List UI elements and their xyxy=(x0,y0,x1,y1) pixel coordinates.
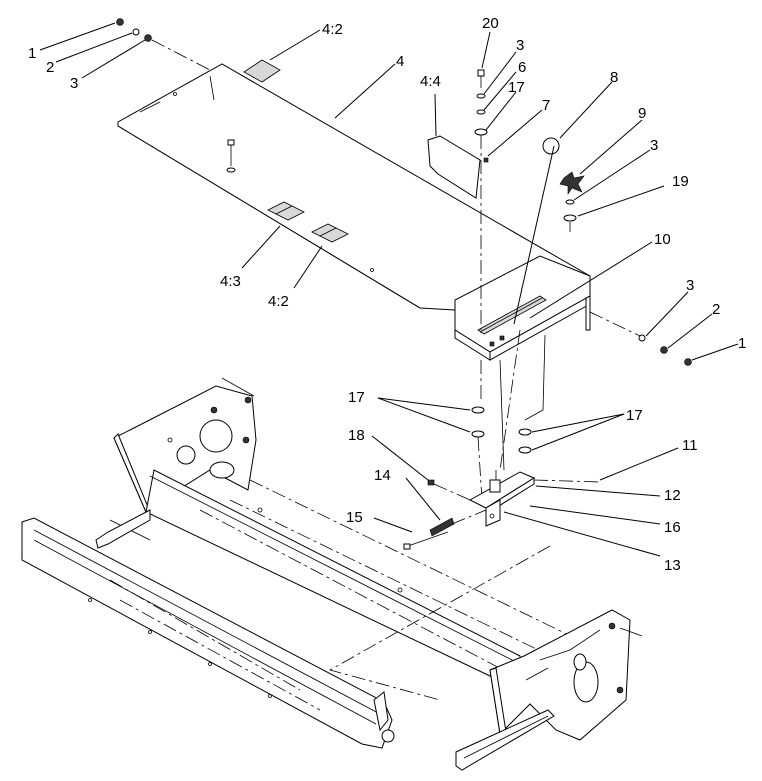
knob-assembly xyxy=(542,137,585,232)
callout-4-3: 4:3 xyxy=(220,273,241,290)
callout-9: 9 xyxy=(638,105,646,122)
callout-19: 19 xyxy=(672,173,689,190)
callout-11: 11 xyxy=(682,437,698,454)
latch-assembly xyxy=(403,470,601,550)
callout-12: 12 xyxy=(664,487,681,504)
callout-labels: 1 2 3 4:2 4 4:4 20 3 6 17 7 8 9 3 19 10 … xyxy=(28,15,746,574)
callout-16: 16 xyxy=(664,519,681,536)
spring xyxy=(429,517,455,537)
left-side-plate xyxy=(113,377,257,513)
callout-4: 4 xyxy=(396,53,404,70)
decal-bottom-left xyxy=(267,201,305,221)
callout-17-right: 17 xyxy=(626,407,643,424)
callout-2-top: 2 xyxy=(46,59,54,76)
callout-20: 20 xyxy=(482,15,499,32)
control-bracket xyxy=(454,255,591,471)
callout-15: 15 xyxy=(346,509,363,526)
callout-3-knob: 3 xyxy=(650,137,658,154)
callout-14: 14 xyxy=(374,467,391,484)
front-bar xyxy=(21,517,395,749)
callout-1-top: 1 xyxy=(28,45,36,62)
callout-13: 13 xyxy=(664,557,681,574)
decal-top xyxy=(243,59,281,83)
callout-17-left: 17 xyxy=(348,389,365,406)
hardware-right xyxy=(589,311,692,366)
callout-3-top: 3 xyxy=(70,75,78,92)
callout-4-4: 4:4 xyxy=(420,73,441,90)
callout-3-mid: 3 xyxy=(516,37,524,54)
hardware-top-left xyxy=(116,18,211,71)
rod-assembly xyxy=(471,69,532,501)
callout-8: 8 xyxy=(610,69,618,86)
star-knob xyxy=(559,171,585,195)
knob-ball xyxy=(542,137,560,155)
cover-panel xyxy=(117,59,591,311)
callout-4-2-bottom: 4:2 xyxy=(268,293,289,310)
callout-6: 6 xyxy=(518,59,526,76)
callout-2-right: 2 xyxy=(712,301,720,318)
callout-4-2-top: 4:2 xyxy=(322,21,343,38)
callout-10: 10 xyxy=(654,231,671,248)
leader-lines xyxy=(39,22,739,557)
callout-18: 18 xyxy=(348,427,365,444)
callout-3-right: 3 xyxy=(686,277,694,294)
right-side-plate xyxy=(455,609,643,771)
decal-bottom-right xyxy=(311,223,349,243)
cross-member xyxy=(95,469,621,701)
decal-side xyxy=(427,135,481,199)
assembly-centerline xyxy=(328,545,551,701)
callout-17-top: 17 xyxy=(508,79,525,96)
callout-7: 7 xyxy=(542,97,550,114)
callout-1-right: 1 xyxy=(738,335,746,352)
